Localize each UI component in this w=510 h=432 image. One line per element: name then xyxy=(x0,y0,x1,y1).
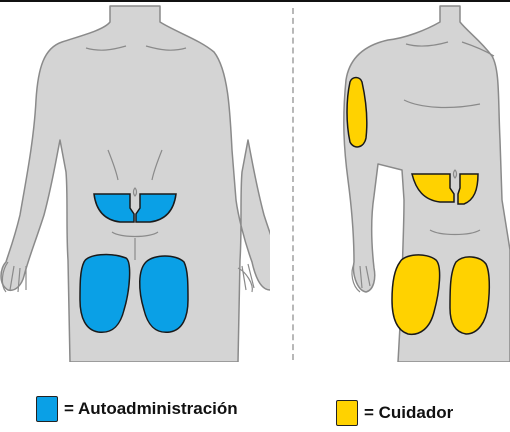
caregiver-zones xyxy=(346,76,491,336)
self-administration-label: = Autoadministración xyxy=(64,399,238,418)
front-abdomen-zone-right xyxy=(135,193,177,223)
front-body-silhouette xyxy=(0,5,270,362)
caregiver-label: = Cuidador xyxy=(364,403,454,422)
front-left-thigh-zone xyxy=(79,253,131,334)
side-upper-arm-zone xyxy=(346,76,368,148)
legend-caregiver: = Cuidador xyxy=(336,400,453,426)
side-right-thigh-zone xyxy=(449,256,491,335)
front-abdomen-zone xyxy=(93,193,135,223)
front-body-figure xyxy=(0,5,270,362)
side-left-thigh-zone xyxy=(391,254,441,336)
side-abdomen-zone-right xyxy=(457,173,479,205)
side-abdomen-zone xyxy=(411,173,455,203)
top-border xyxy=(0,0,510,2)
self-administration-swatch xyxy=(36,396,58,422)
front-right-thigh-zone xyxy=(139,255,189,334)
panel-divider xyxy=(292,8,294,360)
side-body-figure xyxy=(343,5,510,362)
legend-self-administration: = Autoadministración xyxy=(36,396,238,422)
caregiver-swatch xyxy=(336,400,358,426)
self-zones xyxy=(79,193,189,334)
